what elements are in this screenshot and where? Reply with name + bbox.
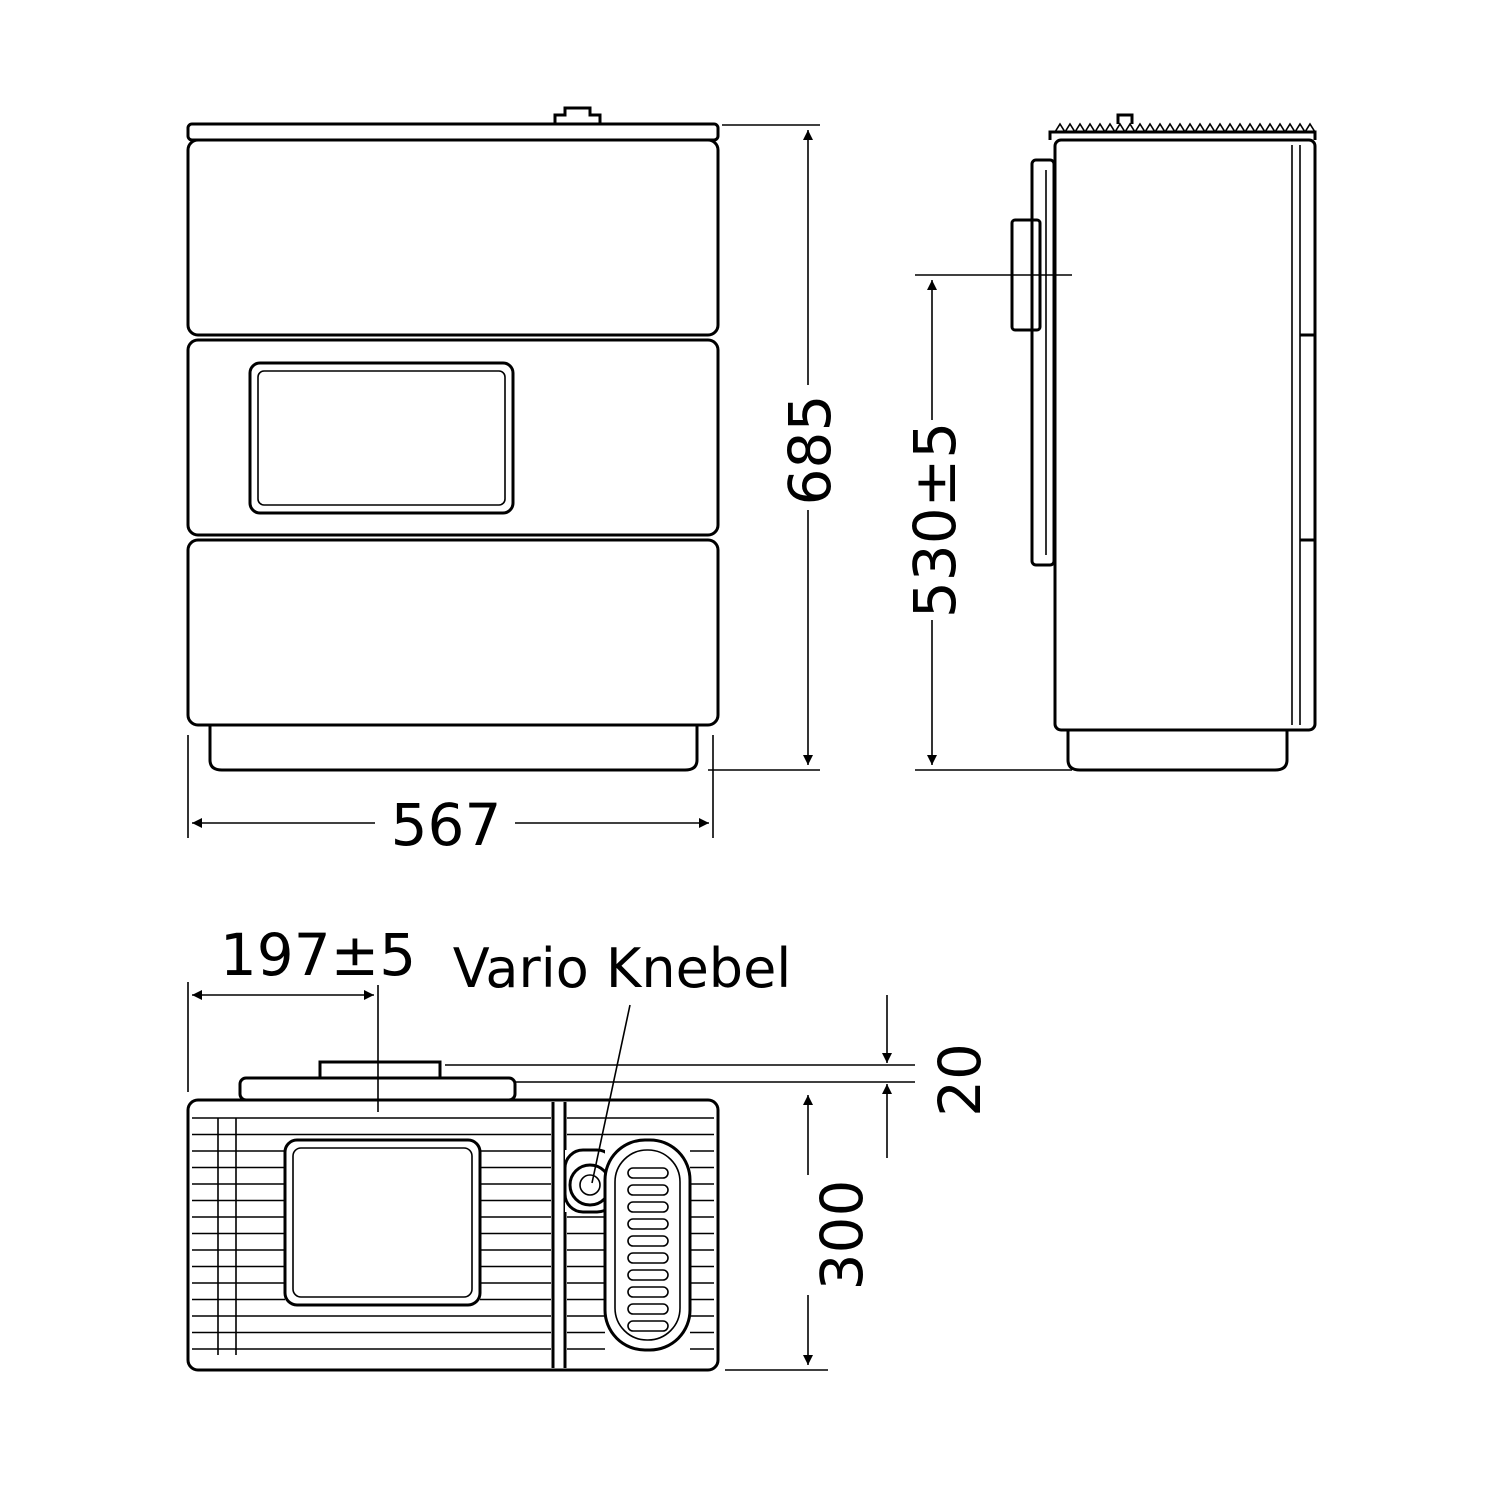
vent-slot: [627, 1167, 669, 1179]
knob-label: Vario Knebel: [453, 937, 792, 1000]
knob-callout: Vario Knebel: [453, 937, 792, 1184]
dimension-depth: 300: [725, 1095, 876, 1371]
top-offset-label: 20: [926, 1043, 994, 1117]
front-window: [248, 361, 515, 515]
side-view: [1010, 113, 1317, 772]
vent-slot: [627, 1201, 669, 1213]
connection-height-label: 530±5: [901, 422, 969, 618]
vent-slot: [627, 1235, 669, 1247]
dimension-connection-offset: 197±5: [187, 921, 416, 1112]
depth-label: 300: [808, 1180, 876, 1291]
vent-slot: [627, 1252, 669, 1264]
dimension-height: 685: [708, 124, 844, 771]
dimension-connection-height: 530±5: [901, 274, 1072, 771]
dimension-width: 567: [187, 735, 714, 859]
dimension-top-offset: 20: [445, 995, 994, 1158]
vent-slot: [627, 1303, 669, 1315]
vent-slot: [627, 1184, 669, 1196]
top-window: [283, 1138, 482, 1307]
vent-slot: [627, 1320, 669, 1332]
connection-offset-label: 197±5: [220, 921, 416, 989]
top-view: [186, 1060, 720, 1372]
vent-slot: [627, 1218, 669, 1230]
vent-slot: [627, 1286, 669, 1298]
front-view: [186, 106, 720, 772]
width-label: 567: [391, 791, 502, 859]
vent-slot: [627, 1269, 669, 1281]
height-label: 685: [776, 395, 844, 506]
